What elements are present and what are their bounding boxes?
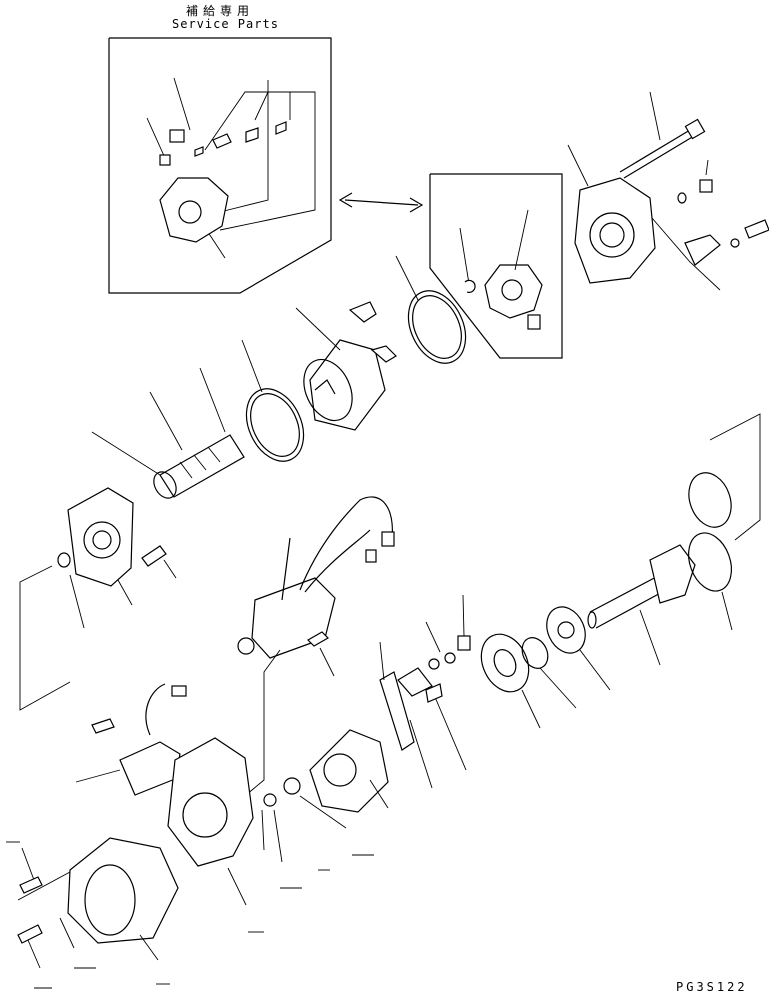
drive-housing [19, 487, 177, 711]
relay [75, 683, 187, 796]
armature [91, 367, 245, 499]
brush-holder-box [429, 173, 563, 359]
shift-lever [379, 594, 471, 789]
service-parts-title-en: Service Parts [172, 17, 279, 31]
service-parts-inset [108, 37, 332, 294]
interchange-arrow [338, 192, 424, 213]
yoke [241, 255, 467, 462]
front-housing [17, 737, 254, 969]
callout-dashes [6, 841, 374, 989]
drawing-code: PG3S122 [676, 980, 748, 994]
planetary-gear [480, 606, 611, 729]
rear-cover [567, 91, 769, 291]
pinion-clutch [261, 729, 389, 863]
magnetic-switch [237, 496, 395, 801]
pinion-shaft [587, 413, 761, 666]
service-parts-title-jp: 補給専用 [186, 4, 255, 18]
